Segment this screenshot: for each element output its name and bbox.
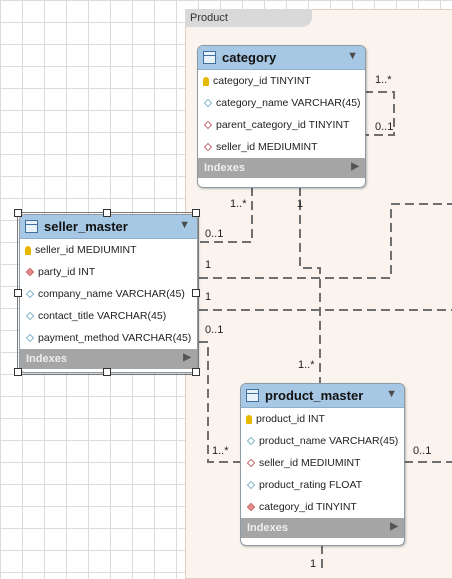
primary-key-icon	[246, 414, 252, 424]
indexes-label: Indexes	[204, 162, 245, 174]
column-diamond-icon	[246, 436, 256, 446]
column-label: product_id INT	[256, 413, 325, 425]
column-row[interactable]: seller_id MEDIUMINT	[198, 136, 365, 158]
seller-master-header[interactable]: seller_master ▼	[20, 215, 197, 239]
cardinality-label: 1..*	[375, 74, 392, 86]
cardinality-label: 0..1	[413, 445, 432, 457]
cardinality-label: 0..1	[205, 324, 224, 336]
foreign-key-diamond-icon	[246, 458, 256, 468]
primary-key-icon	[203, 76, 209, 86]
collapse-triangle-icon[interactable]: ▼	[386, 388, 397, 400]
column-label: product_rating FLOAT	[259, 479, 363, 491]
foreign-key-diamond-icon	[203, 142, 213, 152]
column-label: parent_category_id TINYINT	[216, 119, 350, 131]
expand-arrow-icon[interactable]: ▶	[183, 352, 191, 363]
column-label: category_id TINYINT	[259, 501, 357, 513]
seller-master-title: seller_master	[44, 219, 128, 234]
column-label: category_name VARCHAR(45)	[216, 97, 361, 109]
collapse-triangle-icon[interactable]: ▼	[347, 50, 358, 62]
resize-handle[interactable]	[14, 289, 22, 297]
column-row[interactable]: payment_method VARCHAR(45)	[20, 327, 197, 349]
cardinality-label: 1	[205, 259, 212, 271]
column-row[interactable]: company_name VARCHAR(45)	[20, 283, 197, 305]
column-label: seller_id MEDIUMINT	[35, 244, 137, 256]
indexes-section[interactable]: Indexes ▶	[241, 518, 404, 538]
cardinality-label: 1..*	[212, 445, 229, 457]
resize-handle[interactable]	[103, 209, 111, 217]
column-diamond-icon	[25, 311, 35, 321]
column-diamond-icon	[246, 480, 256, 490]
product-master-header[interactable]: product_master ▼	[241, 384, 404, 408]
cardinality-label: 1..*	[230, 198, 247, 210]
layer-label: Product	[185, 9, 312, 27]
cardinality-label: 1..*	[298, 359, 315, 371]
column-row[interactable]: seller_id MEDIUMINT	[20, 239, 197, 261]
rel-seller-upper-right	[199, 203, 452, 279]
rel-seller-product	[199, 341, 240, 463]
column-diamond-icon	[25, 289, 35, 299]
column-row[interactable]: category_id TINYINT	[241, 496, 404, 518]
category-table[interactable]: category ▼ category_id TINYINT category_…	[197, 45, 366, 188]
cardinality-label: 0..1	[375, 121, 394, 133]
category-title: category	[222, 50, 277, 65]
column-row[interactable]: seller_id MEDIUMINT	[241, 452, 404, 474]
resize-handle[interactable]	[103, 368, 111, 376]
table-icon	[25, 220, 38, 233]
cardinality-label: 1	[310, 558, 317, 570]
column-diamond-icon	[203, 98, 213, 108]
product-master-title: product_master	[265, 388, 364, 403]
column-label: payment_method VARCHAR(45)	[38, 332, 192, 344]
resize-handle[interactable]	[14, 209, 22, 217]
column-label: category_id TINYINT	[213, 75, 311, 87]
indexes-section[interactable]: Indexes ▶	[198, 158, 365, 178]
column-diamond-icon	[25, 333, 35, 343]
table-icon	[203, 51, 216, 64]
column-label: seller_id MEDIUMINT	[259, 457, 361, 469]
column-row[interactable]: party_id INT	[20, 261, 197, 283]
foreign-key-diamond-icon	[25, 267, 35, 277]
column-row[interactable]: category_name VARCHAR(45)	[198, 92, 365, 114]
cardinality-label: 0..1	[205, 228, 224, 240]
category-header[interactable]: category ▼	[198, 46, 365, 70]
column-row[interactable]: product_rating FLOAT	[241, 474, 404, 496]
foreign-key-diamond-icon	[203, 120, 213, 130]
resize-handle[interactable]	[192, 209, 200, 217]
rel-category-self	[364, 91, 395, 136]
column-row[interactable]: product_name VARCHAR(45)	[241, 430, 404, 452]
expand-arrow-icon[interactable]: ▶	[390, 521, 398, 532]
indexes-section[interactable]: Indexes ▶	[20, 349, 197, 369]
resize-handle[interactable]	[192, 289, 200, 297]
expand-arrow-icon[interactable]: ▶	[351, 161, 359, 172]
table-icon	[246, 389, 259, 402]
foreign-key-diamond-icon	[246, 502, 256, 512]
column-row[interactable]: product_id INT	[241, 408, 404, 430]
primary-key-icon	[25, 245, 31, 255]
column-label: party_id INT	[38, 266, 96, 278]
rel-category-product	[299, 187, 321, 383]
cardinality-label: 1	[205, 291, 212, 303]
column-row[interactable]: category_id TINYINT	[198, 70, 365, 92]
resize-handle[interactable]	[192, 368, 200, 376]
column-label: seller_id MEDIUMINT	[216, 141, 318, 153]
indexes-label: Indexes	[26, 353, 67, 365]
column-row[interactable]: parent_category_id TINYINT	[198, 114, 365, 136]
column-label: contact_title VARCHAR(45)	[38, 310, 167, 322]
indexes-label: Indexes	[247, 522, 288, 534]
column-label: company_name VARCHAR(45)	[38, 288, 185, 300]
rel-category-seller	[199, 187, 253, 243]
cardinality-label: 1	[297, 198, 304, 210]
column-row[interactable]: contact_title VARCHAR(45)	[20, 305, 197, 327]
collapse-triangle-icon[interactable]: ▼	[179, 219, 190, 231]
product-master-table[interactable]: product_master ▼ product_id INT product_…	[240, 383, 405, 546]
column-label: product_name VARCHAR(45)	[259, 435, 399, 447]
seller-master-table[interactable]: seller_master ▼ seller_id MEDIUMINT part…	[19, 214, 198, 373]
resize-handle[interactable]	[14, 368, 22, 376]
